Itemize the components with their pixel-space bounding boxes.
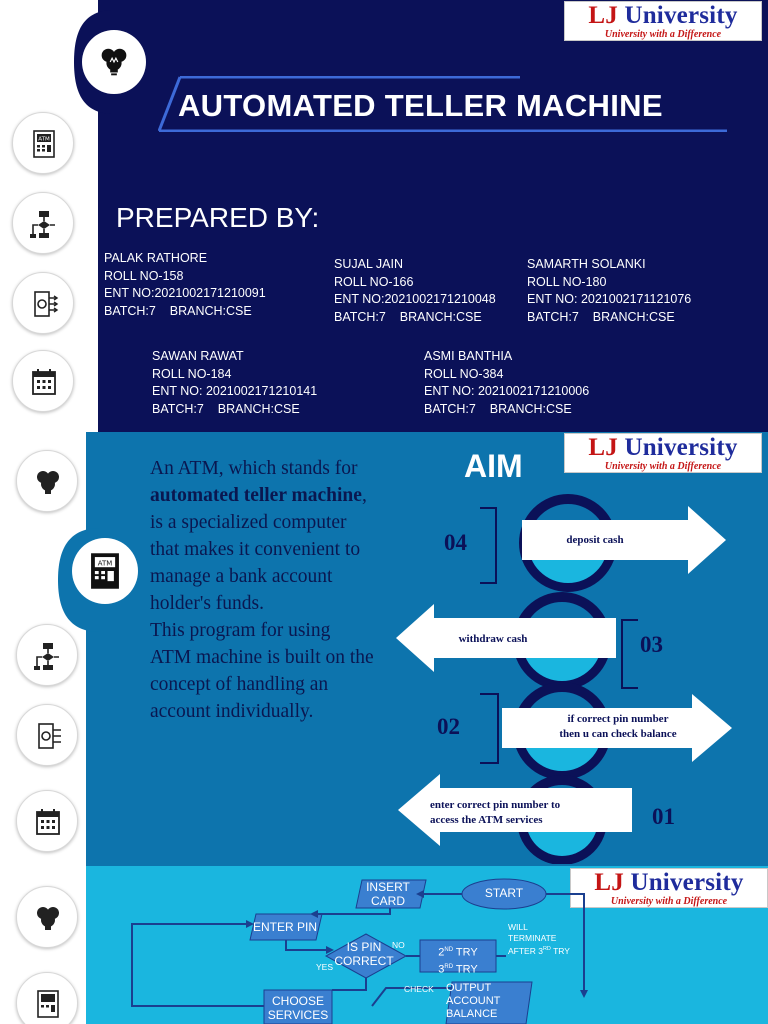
slide-flowchart: LJ University University with a Differen…: [0, 866, 768, 1024]
nav-flowchart[interactable]: [16, 624, 78, 686]
slide-title-panel: [98, 0, 768, 432]
enter-pin-node: [249, 913, 323, 941]
atm-description: An ATM, which stands for automated telle…: [150, 458, 374, 722]
nav-flowchart[interactable]: [12, 192, 74, 254]
nav-calendar[interactable]: [12, 350, 74, 412]
ideas-icon: [37, 471, 59, 494]
calendar-icon: [36, 809, 60, 835]
yes-label: YES: [316, 962, 334, 972]
try-node: [419, 939, 497, 973]
step-number: 01: [652, 804, 675, 829]
ideas-icon: [101, 48, 127, 76]
nav-process[interactable]: [12, 272, 74, 334]
atm-icon: [37, 990, 59, 1018]
page-title: AUTOMATED TELLER MACHINE: [178, 88, 663, 123]
slide-title: ATM LJ University Universit: [0, 0, 768, 432]
atm-icon: ATM: [33, 130, 55, 158]
university-logo: LJ University University with a Differen…: [564, 433, 762, 473]
university-logo: LJ University University with a Differen…: [564, 1, 762, 41]
nav-atm-active[interactable]: ATM: [72, 538, 138, 604]
insert-card-node: [355, 879, 427, 909]
title-frame: [158, 76, 727, 132]
nav-ideas-active[interactable]: [82, 30, 146, 94]
ideas-icon: [37, 907, 59, 930]
no-label: NO: [392, 940, 405, 950]
svg-text:ATM: ATM: [38, 137, 50, 143]
enter-pin-label: ENTER PIN: [252, 920, 317, 934]
start-label: START: [484, 886, 524, 900]
nav-ideas[interactable]: [16, 450, 78, 512]
output-balance-node: [445, 981, 533, 1024]
flowchart-icon: [34, 643, 59, 670]
flowchart-icon: [30, 211, 55, 238]
step-number: 04: [444, 530, 467, 555]
nav-calendar[interactable]: [16, 790, 78, 852]
process-icon: [38, 723, 61, 749]
arrow-step-04: [522, 506, 726, 574]
arrow-step-03: [396, 604, 616, 672]
step-number: 02: [437, 714, 460, 739]
process-icon: [34, 291, 59, 317]
aim-heading: AIM: [464, 448, 523, 484]
calendar-icon: [32, 369, 56, 395]
check-label: CHECK: [404, 984, 434, 994]
try-label: 2ND TRY 3RD TRY: [438, 946, 478, 976]
step-label: deposit cash: [566, 534, 624, 546]
nav-process[interactable]: [16, 704, 78, 766]
atm-icon: ATM: [91, 553, 119, 589]
nav-atm[interactable]: [16, 972, 78, 1024]
atm-flowchart: [131, 878, 588, 1024]
university-logo: LJ University University with a Differen…: [570, 868, 768, 908]
nav-ideas[interactable]: [16, 886, 78, 948]
step-label: withdraw cash: [458, 633, 528, 645]
arrow-step-01: [398, 774, 632, 846]
arrow-step-02: [502, 694, 732, 762]
slide-aim: ATM LJ: [0, 432, 768, 866]
aim-infographic: [396, 494, 732, 864]
step-number: 03: [640, 632, 663, 657]
choose-services-node: [263, 989, 333, 1024]
svg-text:ATM: ATM: [98, 559, 112, 567]
nav-atm[interactable]: ATM: [12, 112, 74, 174]
prepared-by-heading: PREPARED BY:: [116, 202, 320, 233]
